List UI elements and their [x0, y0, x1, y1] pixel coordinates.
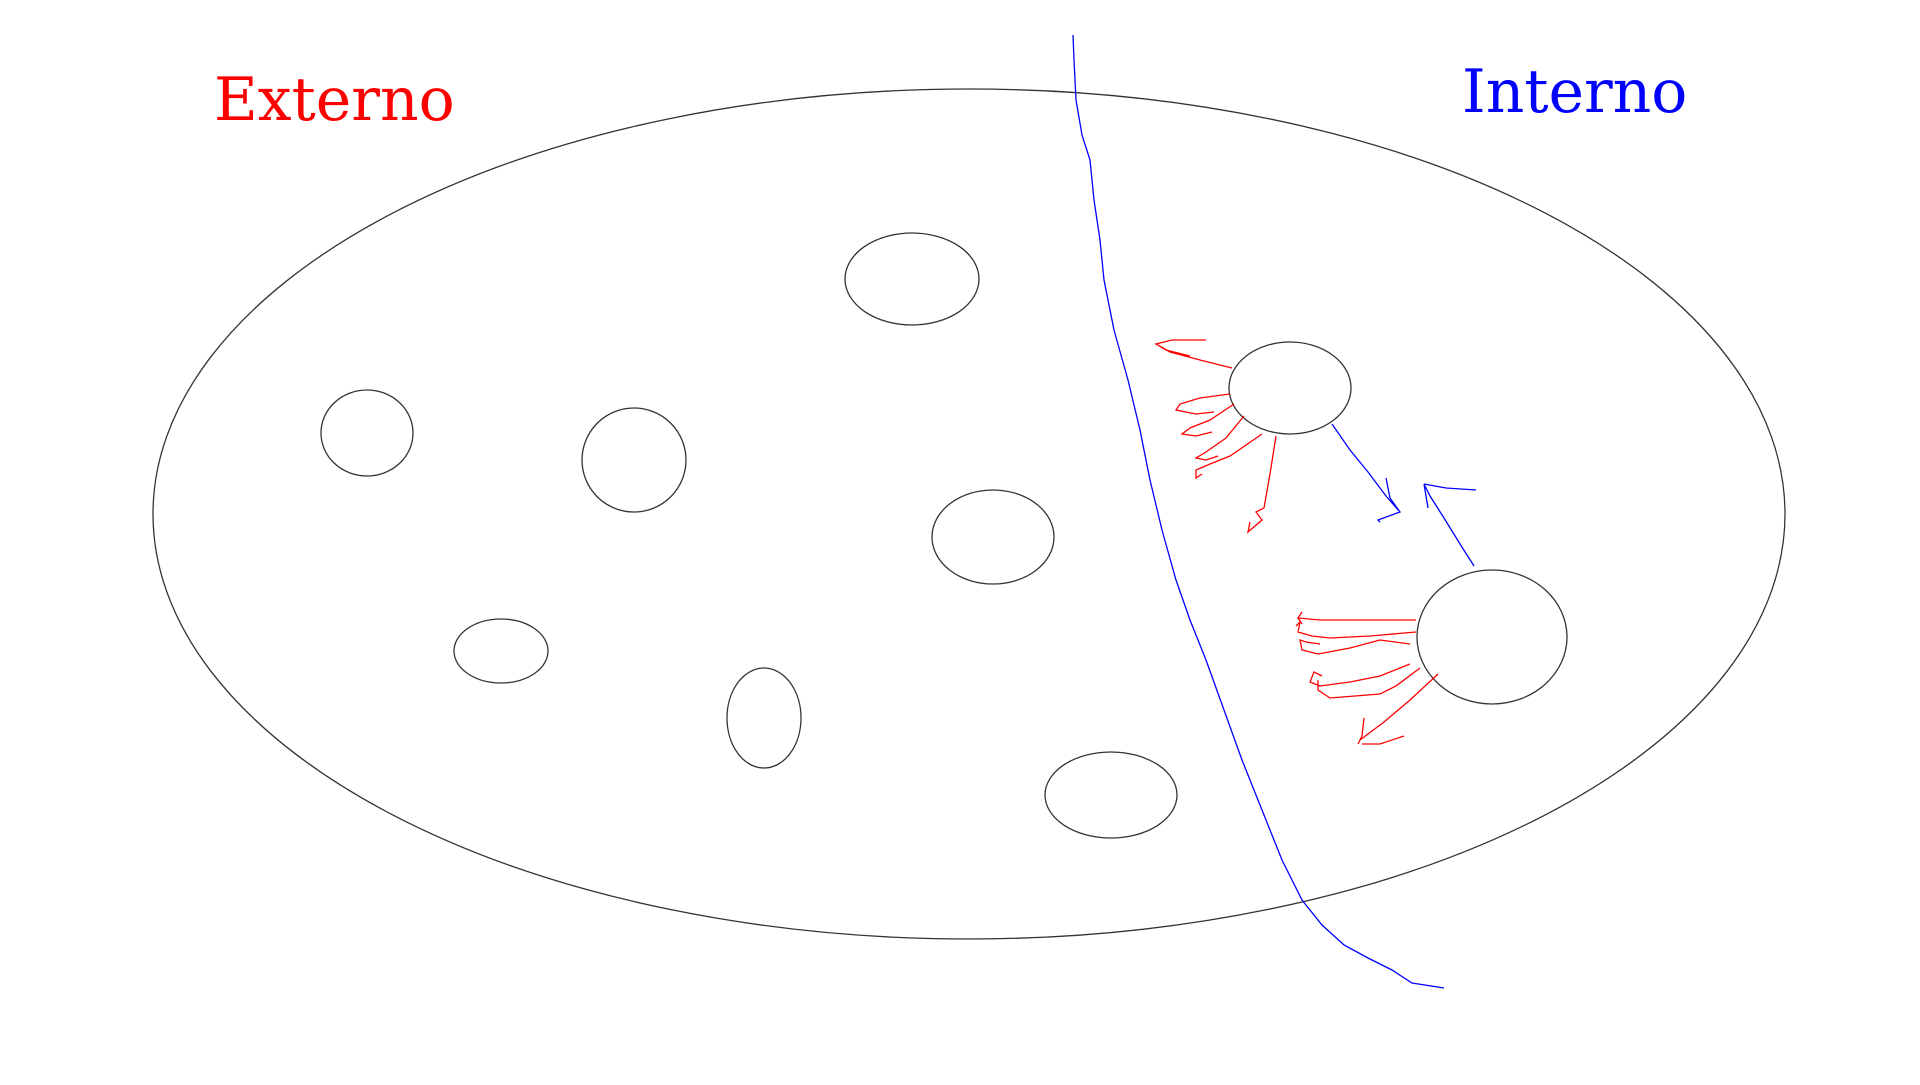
small-ellipse-4 [931, 489, 1055, 585]
small-ellipse-5 [453, 618, 549, 684]
small-ellipse-6 [726, 667, 802, 769]
red-strokes-bottom [1295, 611, 1439, 745]
boundary-line [1072, 34, 1445, 989]
small-ellipse-3 [581, 407, 687, 513]
internal-ellipse-bottom [1416, 569, 1568, 705]
label-externo: Externo [214, 65, 455, 135]
small-ellipse-1 [844, 232, 980, 326]
internal-ellipse-top [1228, 341, 1352, 435]
label-interno: Interno [1462, 57, 1688, 127]
outer-ellipse [152, 88, 1786, 940]
red-strokes-top [1154, 339, 1277, 534]
blue-arrow-up [1423, 483, 1477, 567]
small-ellipse-2 [320, 389, 414, 477]
blue-arrow-down [1331, 423, 1402, 523]
small-ellipse-7 [1044, 751, 1178, 839]
